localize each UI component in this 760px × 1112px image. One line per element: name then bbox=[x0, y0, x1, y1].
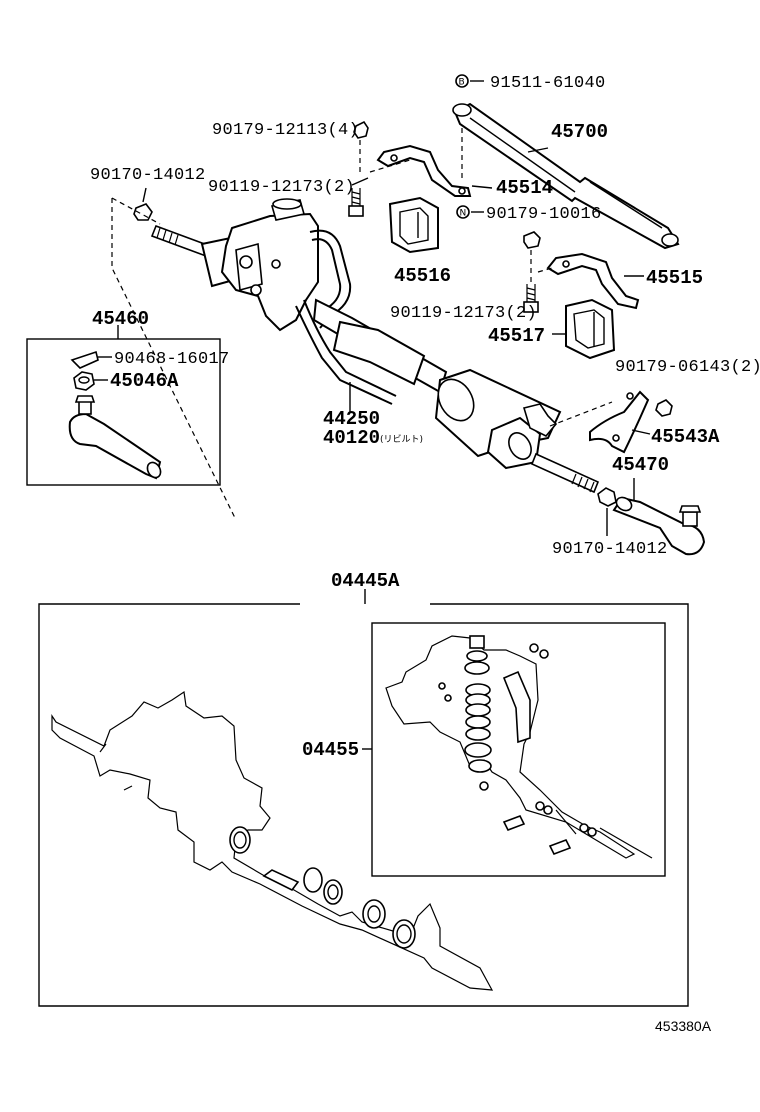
steering-damper-45700[interactable] bbox=[452, 102, 680, 250]
tie-rod-end-45470[interactable] bbox=[612, 495, 706, 556]
bracket-45514[interactable] bbox=[376, 144, 472, 197]
leader-45514 bbox=[471, 185, 493, 189]
leader-45543A bbox=[631, 429, 651, 435]
label-45515: 45515 bbox=[646, 267, 703, 289]
label-90170-14012-top: 90170-14012 bbox=[90, 166, 206, 185]
bushing-45517[interactable] bbox=[565, 298, 616, 360]
bolt-91511-marker: B bbox=[455, 74, 469, 88]
bolt-90119-12173-b[interactable] bbox=[523, 284, 539, 313]
bushing-45516[interactable] bbox=[388, 196, 439, 254]
label-45470: 45470 bbox=[612, 454, 669, 476]
label-04445A: 04445A bbox=[331, 570, 400, 592]
label-90179-12113: 90179-12113(4) bbox=[212, 121, 359, 140]
bolt-90119-12173-a[interactable] bbox=[348, 188, 364, 217]
kit-04455-box bbox=[371, 622, 666, 877]
label-90170-14012-bottom: 90170-14012 bbox=[552, 540, 668, 559]
rack-housing-outline bbox=[51, 690, 494, 991]
label-04455: 04455 bbox=[302, 739, 359, 761]
nut-90170-14012-top[interactable] bbox=[133, 203, 153, 221]
label-45514: 45514 bbox=[496, 177, 553, 199]
tie-rod-end-45460[interactable] bbox=[68, 395, 163, 480]
label-90119-12173-b: 90119-12173(2) bbox=[390, 304, 537, 323]
dash-bolt-a bbox=[369, 159, 411, 173]
bracket-45515[interactable] bbox=[546, 252, 640, 310]
nut-90170-14012-bottom[interactable] bbox=[597, 487, 617, 507]
kit-04445A-frame bbox=[38, 603, 689, 1007]
nut-90179-10016-marker: N bbox=[456, 205, 470, 219]
dash-45515 bbox=[537, 267, 553, 273]
dash-45543A bbox=[549, 401, 613, 427]
nut-90179-12113[interactable] bbox=[353, 120, 369, 139]
steering-gear-assembly[interactable] bbox=[150, 198, 600, 494]
dash-left-top bbox=[111, 197, 161, 225]
label-44250: 44250 bbox=[323, 408, 380, 430]
label-91511-61040: 91511-61040 bbox=[490, 74, 606, 93]
label-40120: 40120 bbox=[323, 427, 380, 449]
leader-bolt-a bbox=[351, 177, 369, 186]
label-45460: 45460 bbox=[92, 308, 149, 330]
illustration-code: 453380A bbox=[655, 1018, 712, 1034]
label-90119-12173-a: 90119-12173(2) bbox=[208, 178, 355, 197]
label-40120-note: (リビルト) bbox=[380, 434, 423, 445]
nut-90179-06143[interactable] bbox=[655, 399, 673, 417]
label-45700: 45700 bbox=[551, 121, 608, 143]
bracket-45543A[interactable] bbox=[589, 390, 650, 454]
cotter-pin-90468-16017[interactable] bbox=[70, 350, 99, 369]
nut-45046A[interactable] bbox=[73, 371, 95, 391]
label-45046A: 45046A bbox=[110, 370, 179, 392]
label-45516: 45516 bbox=[394, 265, 451, 287]
valve-seal-stack[interactable] bbox=[438, 635, 597, 856]
label-90179-10016: 90179-10016 bbox=[486, 205, 602, 224]
marker-n: N bbox=[460, 209, 467, 219]
marker-b: B bbox=[459, 78, 465, 88]
leader-nut-top bbox=[142, 187, 147, 203]
label-45517: 45517 bbox=[488, 325, 545, 347]
tie-rod-end-box bbox=[26, 338, 221, 486]
leader-45700 bbox=[527, 147, 549, 153]
nut-upper-right[interactable] bbox=[523, 231, 541, 249]
label-90179-06143: 90179-06143(2) bbox=[615, 358, 760, 377]
label-45543A: 45543A bbox=[651, 426, 720, 448]
label-90468-16017: 90468-16017 bbox=[114, 350, 230, 369]
